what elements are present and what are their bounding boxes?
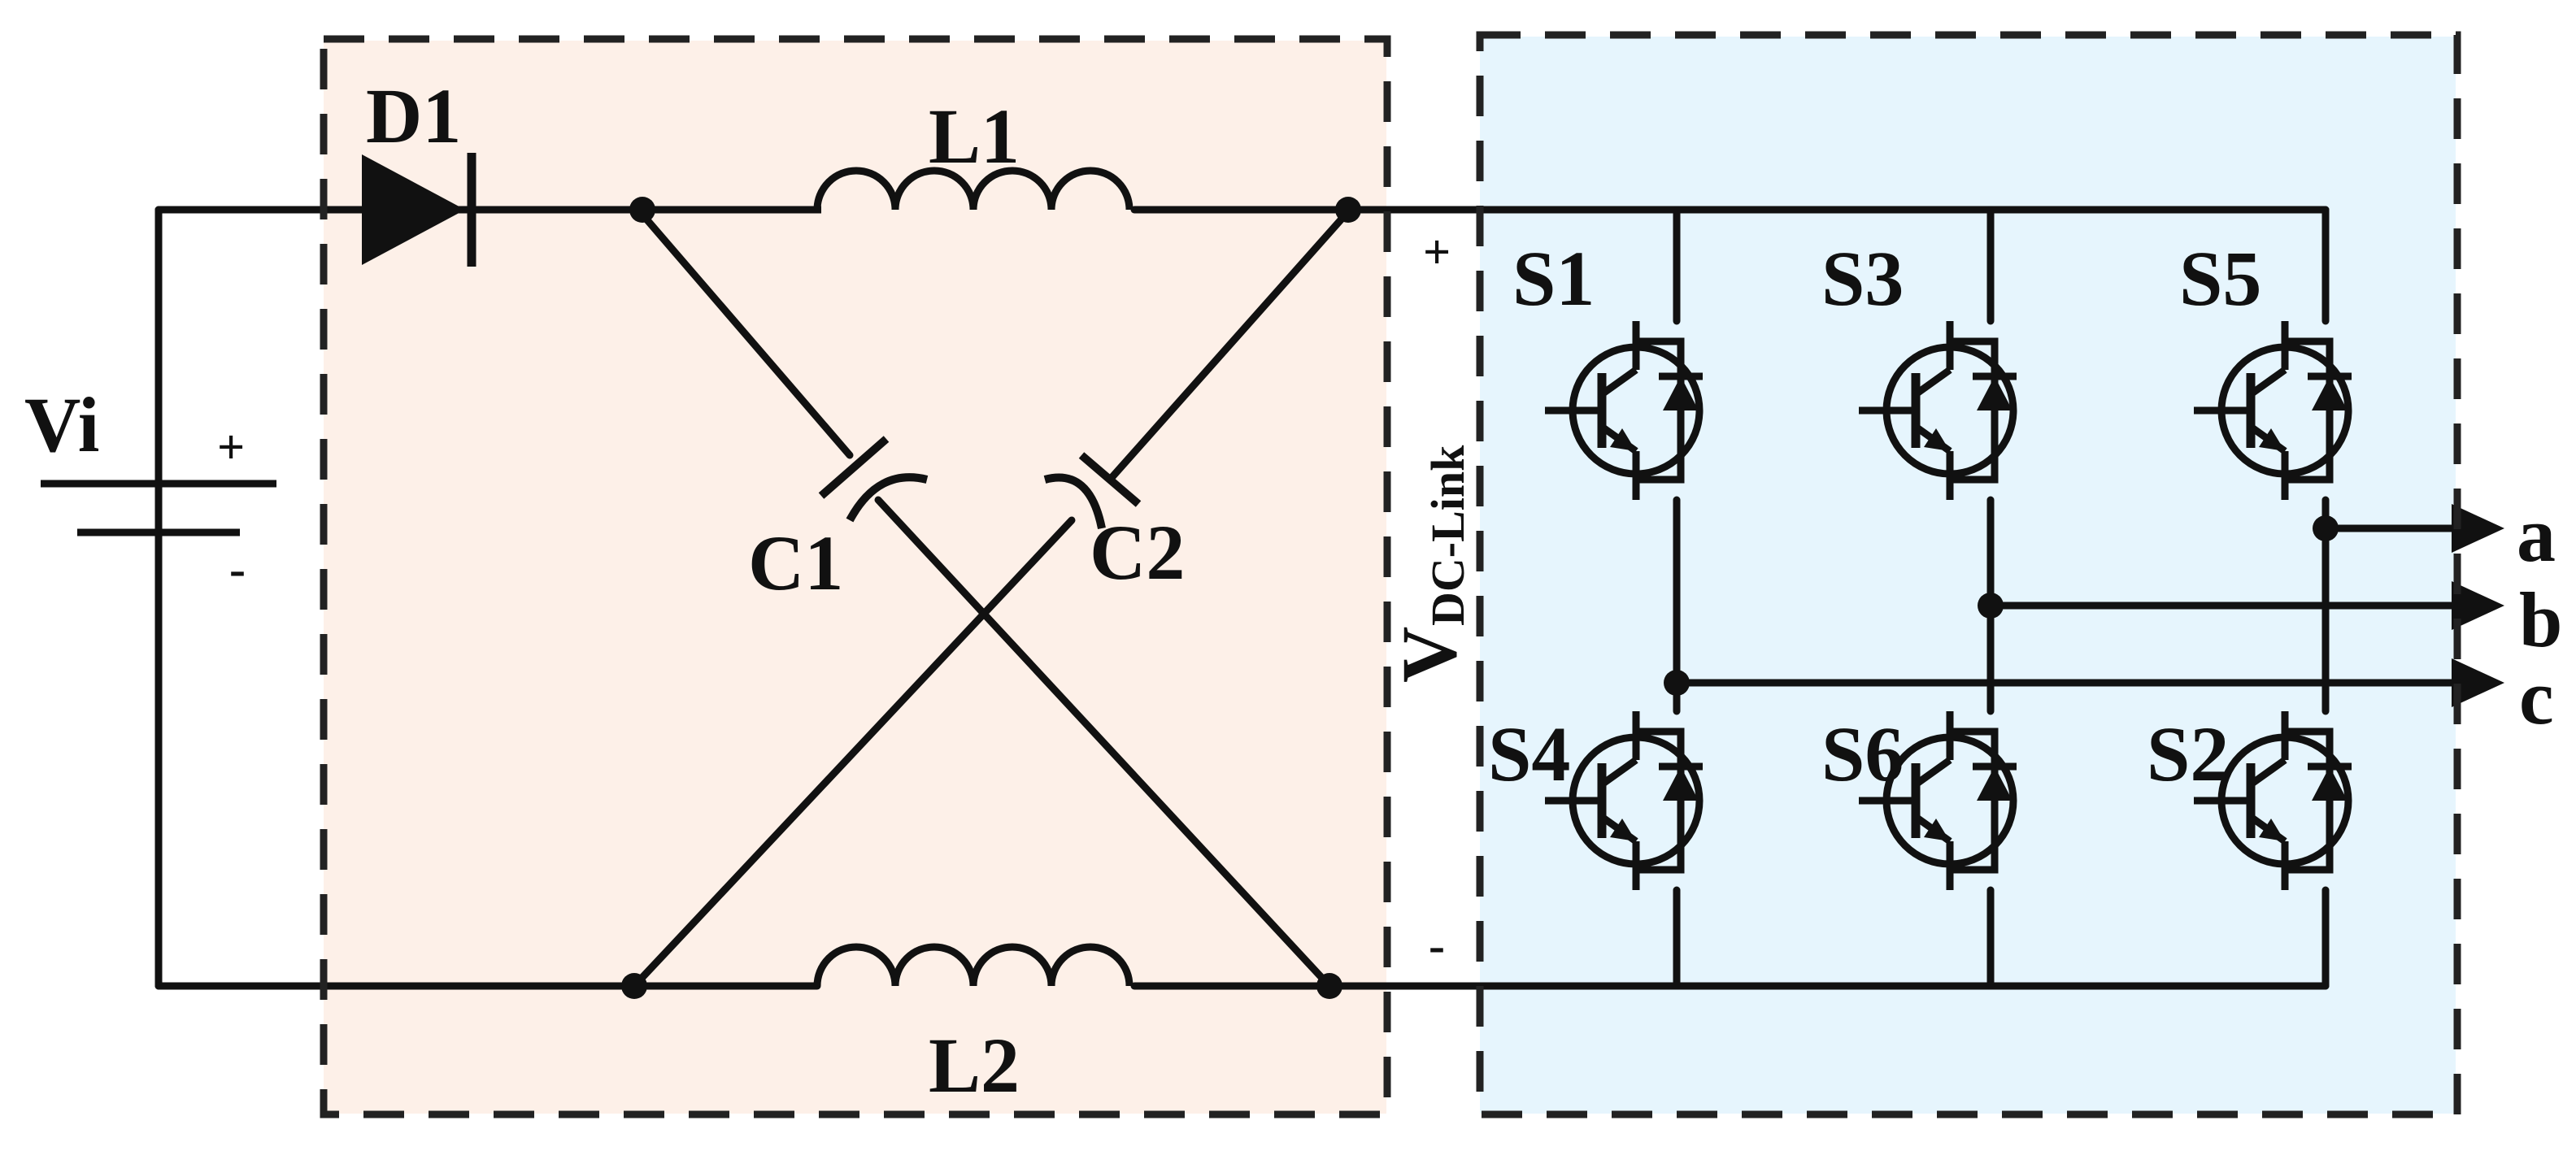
inductor-l1-label: L1 <box>929 93 1020 180</box>
diode-label: D1 <box>366 72 461 159</box>
switch-s1-label: S1 <box>1512 235 1595 322</box>
dc-link-subscript: DC-Link <box>1421 445 1474 626</box>
dc-link-voltage-label: V DC-Link <box>1386 445 1474 683</box>
switch-s6-label: S6 <box>1821 710 1904 797</box>
output-arrows <box>2452 504 2504 707</box>
inductor-l1 <box>813 167 1134 214</box>
dc-link-plus-sign: + <box>1423 225 1451 279</box>
capacitor-c1-label: C1 <box>748 519 843 606</box>
switch-s2-label: S2 <box>2147 710 2229 797</box>
switch-s5-label: S5 <box>2179 235 2261 322</box>
diode-d1 <box>358 153 480 267</box>
switch-s4-label: S4 <box>1488 710 1570 797</box>
dc-link-symbol: V <box>1386 627 1473 683</box>
impedance-network-region <box>324 41 1386 1114</box>
junction-dots <box>621 197 2339 999</box>
dc-source-battery <box>41 480 276 536</box>
switch-s3-label: S3 <box>1821 235 1904 322</box>
region-borders <box>320 31 2461 1118</box>
inductor-l2-label: L2 <box>929 1022 1020 1109</box>
inductor-l2 <box>813 943 1134 987</box>
capacitor-c2-label: C2 <box>1090 509 1185 596</box>
capacitor-c2 <box>1043 452 1142 530</box>
source-plus-sign: + <box>217 420 245 474</box>
inverter-region <box>1480 37 2456 1114</box>
output-b-label: b <box>2519 576 2562 663</box>
output-c-label: c <box>2519 654 2554 741</box>
source-minus-sign: - <box>229 542 246 596</box>
dc-link-minus-sign: - <box>1429 919 1445 972</box>
source-label: Vi <box>24 381 99 468</box>
capacitor-c1 <box>818 436 929 523</box>
output-a-label: a <box>2517 491 2556 578</box>
